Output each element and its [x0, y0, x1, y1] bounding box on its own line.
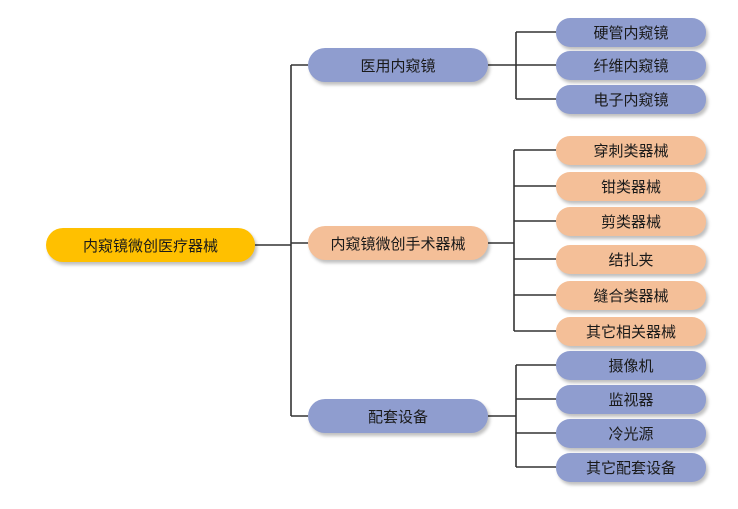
leaf-node: 结扎夹	[556, 245, 706, 274]
leaf-node: 摄像机	[556, 351, 706, 380]
category-node-surgical-instruments: 内窥镜微创手术器械	[308, 226, 488, 260]
leaf-node: 硬管内窥镜	[556, 18, 706, 47]
leaf-node: 其它配套设备	[556, 453, 706, 482]
leaf-node: 纤维内窥镜	[556, 51, 706, 80]
leaf-node: 监视器	[556, 385, 706, 414]
leaf-node: 钳类器械	[556, 172, 706, 201]
leaf-node: 剪类器械	[556, 207, 706, 236]
leaf-node: 冷光源	[556, 419, 706, 448]
root-node: 内窥镜微创医疗器械	[46, 228, 255, 262]
category-node-medical-endoscope: 医用内窥镜	[308, 48, 488, 82]
leaf-node: 电子内窥镜	[556, 85, 706, 114]
leaf-node: 穿刺类器械	[556, 136, 706, 165]
leaf-node: 缝合类器械	[556, 281, 706, 310]
leaf-node: 其它相关器械	[556, 317, 706, 346]
category-node-supporting-equipment: 配套设备	[308, 399, 488, 433]
